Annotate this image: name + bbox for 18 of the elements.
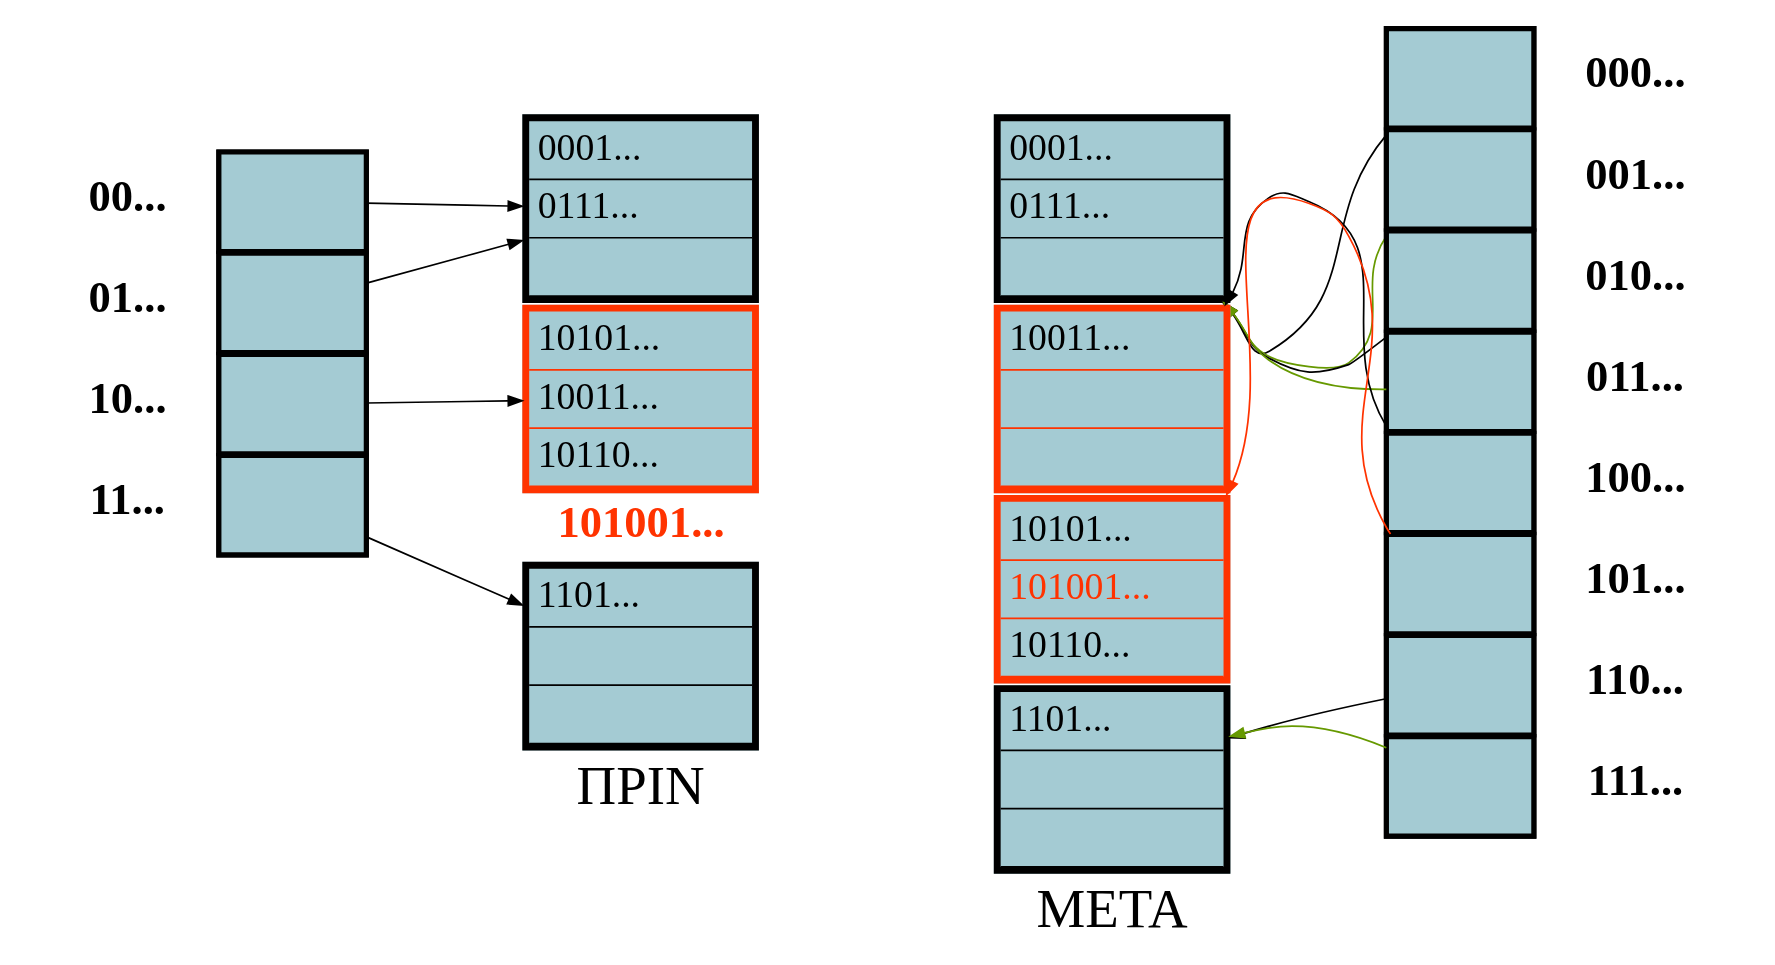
node-label: 011... (1586, 350, 1684, 401)
node-label: 11... (89, 474, 165, 525)
node-label: 110... (1586, 654, 1684, 705)
node-label: 001... (1585, 148, 1686, 199)
node-box (216, 452, 369, 558)
node-box (1383, 734, 1537, 839)
node-label: 010... (1585, 249, 1686, 300)
label: ΜΕΤΑ (1036, 878, 1188, 940)
node-label: 10... (88, 373, 167, 424)
node-label: 01... (88, 272, 167, 322)
node-label: 101... (1585, 553, 1686, 604)
node-label: 101001... (557, 496, 725, 547)
node-label: 000... (1585, 47, 1686, 98)
node-label: 111... (1587, 755, 1684, 806)
arrow (1225, 196, 1392, 535)
label: ΠΡΙΝ (576, 754, 705, 816)
node-label: 00... (88, 170, 167, 221)
node-label: 100... (1585, 452, 1686, 503)
